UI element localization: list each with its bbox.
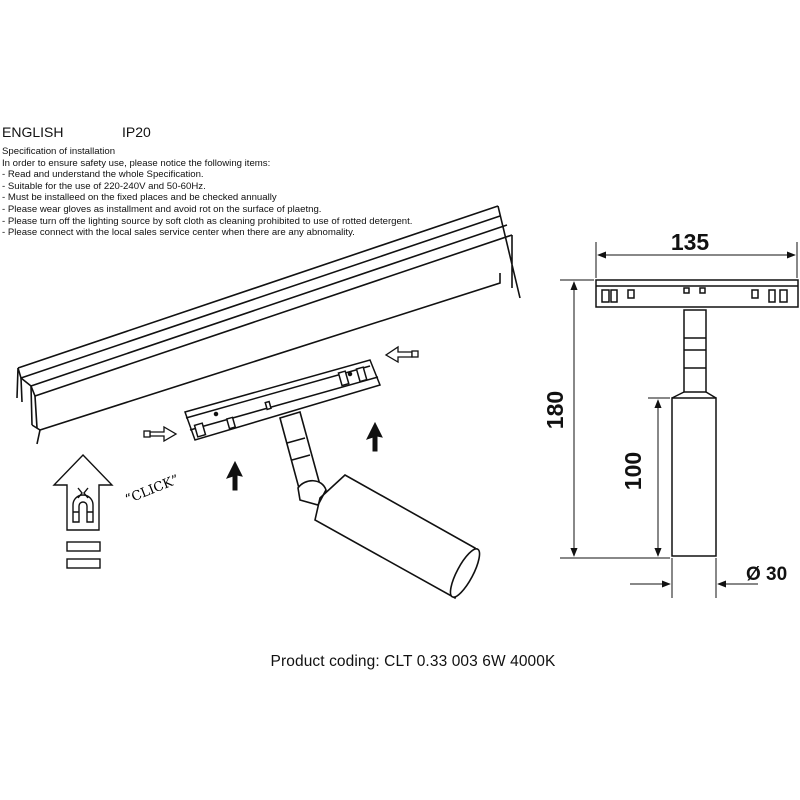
dimension-drawing	[595, 279, 799, 557]
spotlight-body	[279, 410, 481, 600]
width-dimension-label: 135	[671, 229, 710, 255]
spec-title: Specification of installation	[2, 146, 116, 157]
language-label: ENGLISH	[2, 124, 64, 140]
installation-specification: Specification of installation In order t…	[2, 146, 412, 239]
spec-item: - Must be installeed on the fixed places…	[2, 192, 277, 204]
track-rail	[16, 205, 521, 445]
body-length-dimension-label: 100	[620, 452, 646, 490]
track-adapter	[184, 359, 382, 441]
click-label: “CLICK”	[123, 472, 181, 507]
spec-item: - Please wear gloves as installment and …	[2, 203, 322, 215]
push-arrows	[226, 421, 383, 491]
ip-rating-label: IP20	[122, 124, 151, 140]
spec-intro: In order to ensure safety use, please no…	[2, 157, 271, 169]
product-coding: Product coding: CLT 0.33 003 6W 4000K	[0, 653, 800, 671]
insert-arrows	[143, 345, 419, 443]
spec-item: - Please connect with the local sales se…	[2, 227, 355, 239]
product-coding-text: Product coding: CLT 0.33 003 6W 4000K	[270, 653, 556, 670]
header: ENGLISH IP20	[2, 124, 151, 140]
spec-item: - Read and understand the whole Specific…	[2, 169, 204, 181]
dimension-labels: 135 180 100 Ø 30	[542, 229, 787, 585]
dimension-lines	[560, 242, 798, 598]
height-dimension-label: 180	[542, 391, 568, 429]
magnet-icon	[52, 453, 114, 569]
spec-item: - Please turn off the lighting source by…	[2, 215, 413, 227]
spec-item: - Suitable for the use of 220-240V and 5…	[2, 180, 206, 192]
diameter-dimension-label: Ø 30	[746, 564, 787, 585]
